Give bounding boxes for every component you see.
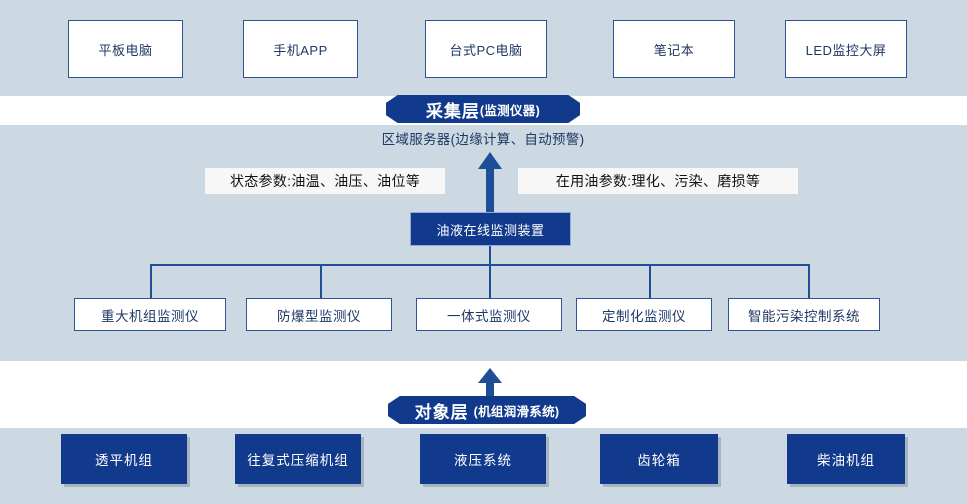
collection-layer-banner-title: 采集层 — [425, 101, 480, 121]
equipment-label: 液压系统 — [454, 453, 512, 468]
oil-online-monitoring-device-box[interactable]: 油液在线监测装置 — [410, 212, 571, 246]
equipment-reciprocating-compressor[interactable]: 往复式压缩机组 — [235, 434, 361, 484]
arrow-up-icon — [476, 368, 504, 402]
arrow-up-icon — [476, 152, 504, 214]
regional-server-label: 区域服务器(边缘计算、自动预警) — [355, 128, 611, 148]
terminal-device-label: 手机APP — [273, 42, 328, 58]
monitor-explosion-proof[interactable]: 防爆型监测仪 — [246, 298, 392, 331]
equipment-label: 齿轮箱 — [637, 453, 681, 468]
oil-online-monitoring-device-label: 油液在线监测装置 — [436, 222, 545, 238]
equipment-label: 往复式压缩机组 — [247, 453, 349, 468]
oil-parameters-text: 在用油参数:理化、污染、磨损等 — [555, 173, 761, 189]
terminal-device-desktop-pc[interactable]: 台式PC电脑 — [425, 20, 547, 78]
monitor-customized[interactable]: 定制化监测仪 — [576, 298, 712, 331]
terminal-device-label: 笔记本 — [653, 42, 695, 58]
status-parameters-label: 状态参数:油温、油压、油位等 — [205, 168, 445, 194]
equipment-label: 柴油机组 — [817, 453, 875, 468]
monitor-label: 防爆型监测仪 — [277, 308, 361, 324]
equipment-gearbox[interactable]: 齿轮箱 — [600, 434, 718, 484]
monitor-major-unit[interactable]: 重大机组监测仪 — [74, 298, 226, 331]
equipment-hydraulic-system[interactable]: 液压系统 — [420, 434, 546, 484]
monitor-integrated[interactable]: 一体式监测仪 — [416, 298, 562, 331]
tree-stem — [489, 246, 491, 265]
oil-parameters-label: 在用油参数:理化、污染、磨损等 — [518, 168, 798, 194]
terminal-device-led-screen[interactable]: LED监控大屏 — [785, 20, 907, 78]
status-parameters-text: 状态参数:油温、油压、油位等 — [229, 173, 421, 189]
monitor-label: 智能污染控制系统 — [748, 308, 860, 324]
tree-drop-4 — [649, 264, 651, 299]
monitor-smart-contamination-control[interactable]: 智能污染控制系统 — [728, 298, 880, 331]
tree-bus — [150, 264, 810, 266]
collection-layer-banner: 采集层 (监测仪器) — [386, 95, 580, 123]
tree-drop-2 — [320, 264, 322, 299]
terminal-device-laptop[interactable]: 笔记本 — [613, 20, 735, 78]
monitor-label: 重大机组监测仪 — [101, 308, 199, 324]
equipment-diesel-unit[interactable]: 柴油机组 — [787, 434, 905, 484]
equipment-label: 透平机组 — [95, 453, 153, 468]
collection-layer-banner-subtitle: (监测仪器) — [479, 103, 541, 118]
object-layer-banner-title: 对象层 — [414, 402, 469, 422]
equipment-turbine-unit[interactable]: 透平机组 — [61, 434, 187, 484]
terminal-device-tablet[interactable]: 平板电脑 — [68, 20, 183, 78]
terminal-device-label: LED监控大屏 — [805, 42, 887, 58]
regional-server-text: 区域服务器(边缘计算、自动预警) — [381, 132, 585, 147]
object-layer-banner-subtitle: (机组润滑系统) — [473, 404, 560, 419]
terminal-device-mobile-app[interactable]: 手机APP — [243, 20, 358, 78]
tree-drop-5 — [808, 264, 810, 299]
terminal-device-label: 台式PC电脑 — [449, 42, 523, 58]
terminal-device-label: 平板电脑 — [98, 42, 153, 58]
monitor-label: 一体式监测仪 — [447, 308, 531, 324]
tree-drop-1 — [150, 264, 152, 299]
monitor-label: 定制化监测仪 — [602, 308, 686, 324]
tree-drop-3 — [489, 264, 491, 299]
object-layer-banner: 对象层 (机组润滑系统) — [388, 396, 586, 424]
